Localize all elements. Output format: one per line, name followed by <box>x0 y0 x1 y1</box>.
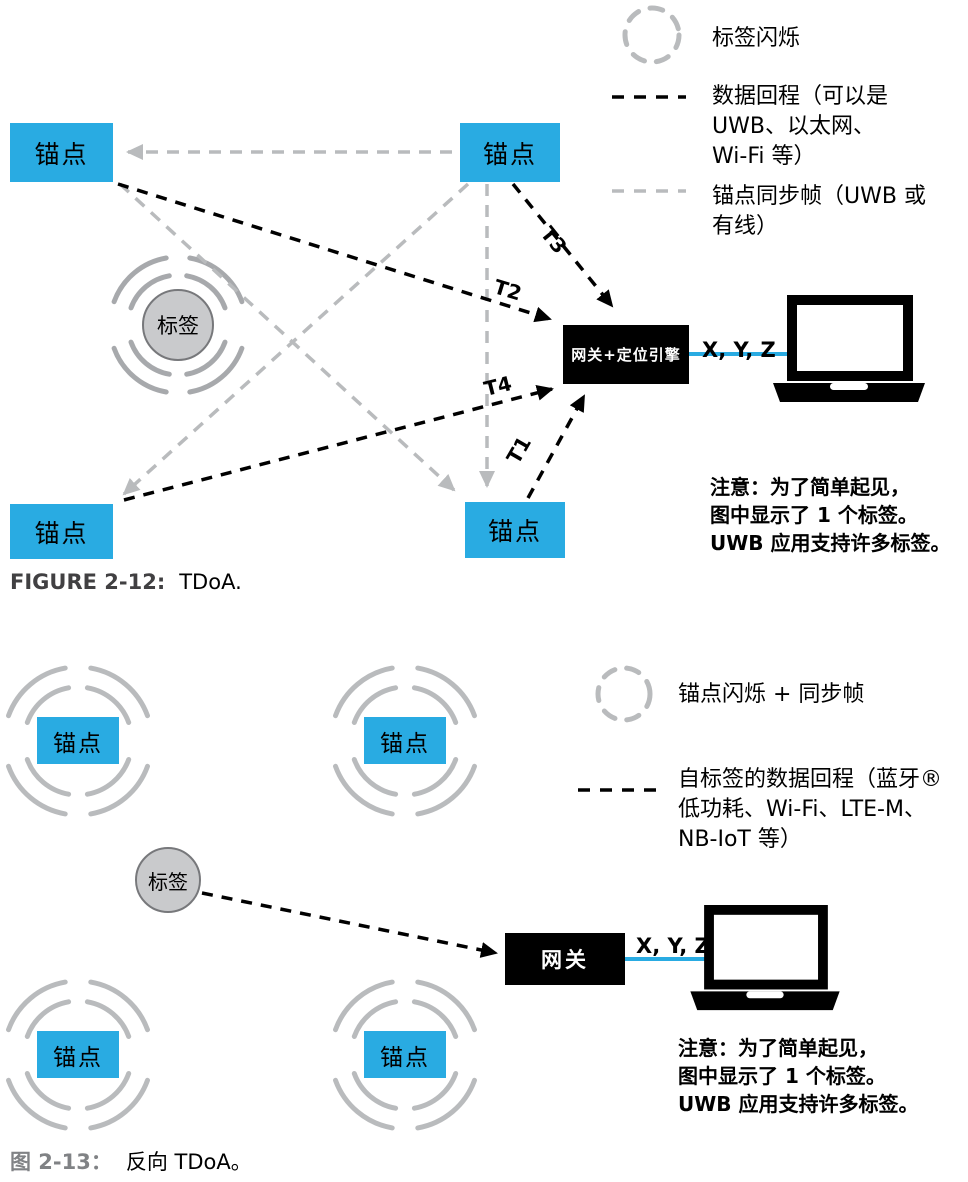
fig1-legend-blink-label: 标签闪烁 <box>712 26 801 51</box>
fig1-tag-blink-waves <box>111 345 169 395</box>
fig1-tag-blink-waves <box>187 345 245 395</box>
fig1-laptop-icon <box>773 295 925 411</box>
fig2-laptop-icon <box>690 905 840 1019</box>
fig1-xyz-label: X, Y, Z <box>702 338 776 362</box>
fig1-sync-line-diag-a <box>122 182 470 496</box>
fig2-anchor-blink-waves <box>6 1077 68 1131</box>
fig2-anchor-blink-waves <box>88 979 150 1033</box>
fig2-anchor-blink-waves <box>351 999 399 1039</box>
fig2-anchor-blink-waves <box>6 979 68 1033</box>
fig1-caption: FIGURE 2-12: TDoA. <box>10 570 242 594</box>
fig1-tag-blink-waves <box>187 255 245 305</box>
fig2-anchor-blink-waves <box>333 1077 395 1131</box>
fig1-anchor-bottom-left: 锚点 <box>10 504 113 559</box>
fig2-xyz-label: X, Y, Z <box>636 934 710 958</box>
fig1-tag-blink-waves <box>128 273 172 311</box>
fig2-anchor-blink-waves <box>351 757 399 797</box>
fig2-anchor-blink-waves <box>333 665 395 719</box>
fig2-anchor-blink-waves <box>411 685 459 725</box>
fig1-anchor-top-right: 锚点 <box>460 123 560 182</box>
fig2-anchor-blink-waves <box>6 665 68 719</box>
fig1-anchor-bottom-right: 锚点 <box>465 502 565 558</box>
fig2-anchor-blink-waves <box>411 1071 459 1111</box>
fig2-caption-text: 反向 TDoA。 <box>125 1150 252 1174</box>
fig1-caption-label: FIGURE 2-12: <box>10 570 166 594</box>
fig1-data-line-t4 <box>123 385 554 502</box>
fig2-anchor-bottom-left: 锚点 <box>37 1031 119 1078</box>
fig2-anchor-blink-waves <box>84 685 132 725</box>
fig2-anchor-blink-waves <box>415 979 477 1033</box>
fig2-anchor-blink-waves <box>415 763 477 817</box>
fig2-anchor-blink-waves <box>88 763 150 817</box>
fig2-anchor-blink-waves <box>24 685 72 725</box>
fig1-legend-blink-icon <box>622 5 682 65</box>
fig2-anchor-blink-waves <box>24 999 72 1039</box>
fig2-anchor-blink-waves <box>88 1077 150 1131</box>
fig1-data-line-t1 <box>526 394 586 499</box>
fig2-anchor-blink-waves <box>411 999 459 1039</box>
fig2-anchor-blink-waves <box>333 979 395 1033</box>
fig2-anchor-blink-waves <box>84 1071 132 1111</box>
fig2-anchor-blink-waves <box>333 763 395 817</box>
fig2-anchor-top-left: 锚点 <box>37 717 119 764</box>
fig2-anchor-blink-waves <box>88 665 150 719</box>
fig2-anchor-blink-waves <box>84 999 132 1039</box>
fig2-note: 注意：为了简单起见， 图中显示了 1 个标签。 UWB 应用支持许多标签。 <box>678 1036 919 1116</box>
fig1-legend-backhaul-label: 数据回程（可以是 UWB、以太网、 Wi-Fi 等） <box>712 84 889 169</box>
fig1-note: 注意：为了简单起见， 图中显示了 1 个标签。 UWB 应用支持许多标签。 <box>710 475 951 555</box>
fig2-legend-backhaul-label: 自标签的数据回程（蓝牙® 低功耗、Wi-Fi、LTE-M、 NB-IoT 等） <box>678 767 943 852</box>
fig1-gateway: 网关+定位引擎 <box>563 325 689 384</box>
fig2-anchor-blink-waves <box>351 1071 399 1111</box>
fig2-anchor-blink-waves <box>415 1077 477 1131</box>
fig2-tag: 标签 <box>135 847 201 913</box>
fig2-anchor-blink-waves <box>24 757 72 797</box>
fig1-caption-text: TDoA. <box>179 570 242 594</box>
fig2-anchor-blink-waves <box>411 757 459 797</box>
fig1-tag-blink-waves <box>184 273 228 311</box>
fig2-tag-data-line <box>201 891 498 958</box>
fig1-tag-blink-waves <box>184 339 228 377</box>
fig2-legend-blink-label: 锚点闪烁 + 同步帧 <box>678 682 865 707</box>
fig1-tag-blink-waves <box>128 339 172 377</box>
fig1-anchor-top-left: 锚点 <box>10 123 113 182</box>
fig2-gateway: 网关 <box>505 933 625 985</box>
fig1-data-line-t3 <box>511 182 614 308</box>
fig2-anchor-blink-waves <box>24 1071 72 1111</box>
fig2-anchor-top-right: 锚点 <box>364 717 446 764</box>
fig1-tag-blink-waves <box>111 255 169 305</box>
fig1-legend-sync-label: 锚点同步帧（UWB 或 有线） <box>712 184 926 239</box>
fig2-caption-label: 图 2-13： <box>10 1150 112 1174</box>
fig2-anchor-blink-waves <box>6 763 68 817</box>
fig2-anchor-bottom-right: 锚点 <box>364 1031 446 1078</box>
fig1-data-line-t2 <box>117 182 552 323</box>
fig2-caption: 图 2-13： 反向 TDoA。 <box>10 1146 252 1176</box>
fig2-anchor-blink-waves <box>351 685 399 725</box>
fig1-tag: 标签 <box>142 289 214 361</box>
fig2-anchor-blink-waves <box>84 757 132 797</box>
fig2-anchor-blink-waves <box>415 665 477 719</box>
fig2-legend-blink-icon <box>595 665 653 723</box>
